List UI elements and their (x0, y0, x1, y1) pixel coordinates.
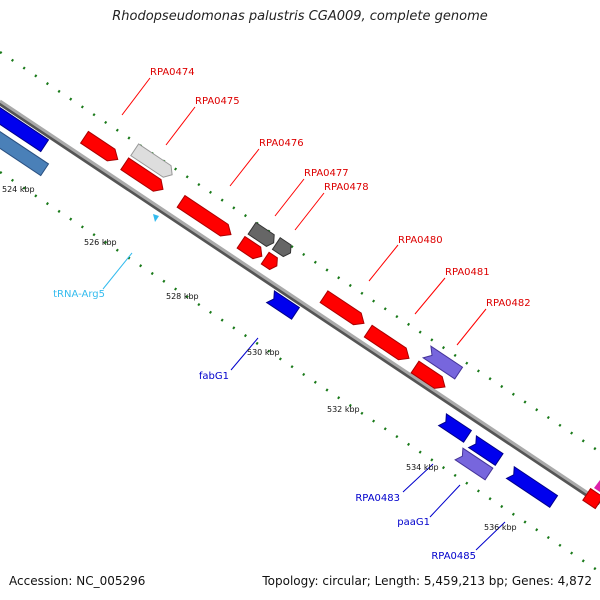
tick-label-524: 524 kbp (2, 185, 35, 194)
gene-rpa0474[interactable] (79, 130, 122, 165)
gene-rpa0477[interactable] (247, 221, 277, 249)
map-title: Rhodopseudomonas palustris CGA009, compl… (112, 9, 488, 24)
tick-label-536: 536 kbp (484, 523, 517, 532)
label-trna-arg5: tRNA-Arg5 (53, 289, 105, 300)
gene-rpa0483-b[interactable] (467, 434, 504, 466)
tick-label-526: 526 kbp (84, 238, 117, 247)
label-fabg1: fabG1 (199, 371, 229, 382)
gene-paag1[interactable] (454, 447, 494, 481)
gene-edge-reverse-a[interactable] (0, 105, 50, 153)
gene-fabg1[interactable] (265, 289, 301, 320)
leader-paag1 (429, 484, 461, 518)
genome-backbone-shadow (0, 100, 600, 506)
leader-fabg1 (230, 337, 259, 371)
gene-rpa0483[interactable] (437, 412, 473, 443)
genome-backbone (0, 99, 600, 503)
leader-rpa0478 (294, 192, 325, 231)
leader-rpa0480 (368, 244, 399, 282)
leader-rpa0477 (274, 178, 305, 217)
gene-rpa0480[interactable] (319, 290, 368, 329)
accession-text: Accession: NC_005296 (9, 574, 146, 588)
label-rpa0480: RPA0480 (398, 235, 443, 246)
label-rpa0482: RPA0482 (486, 298, 531, 309)
gene-rpa0480-b[interactable] (363, 324, 413, 364)
leader-rpa0481 (414, 277, 446, 315)
outer-tick-track (0, 50, 600, 454)
gene-rpa0475[interactable] (130, 143, 176, 181)
tick-label-530: 530 kbp (247, 348, 280, 357)
gene-rpa0485[interactable] (505, 465, 559, 508)
leader-rpa0475 (165, 106, 196, 146)
tick-label-534: 534 kbp (406, 463, 439, 472)
genome-map: RPA0474 RPA0475 RPA0476 RPA0477 RPA0478 … (0, 50, 600, 570)
gene-rpa0481[interactable] (421, 345, 464, 380)
leader-rpa0485 (475, 521, 506, 551)
gene-rpa0477-b[interactable] (236, 235, 266, 263)
tick-label-528: 528 kbp (166, 292, 199, 301)
gene-edge-reverse-b[interactable] (0, 129, 50, 177)
leader-rpa0483 (402, 463, 434, 493)
label-rpa0483: RPA0483 (355, 493, 400, 504)
gene-rpa0478[interactable] (271, 237, 294, 259)
label-rpa0478: RPA0478 (324, 182, 369, 193)
leader-rpa0476 (229, 148, 260, 187)
gene-edge-magenta[interactable] (594, 480, 600, 492)
tick-label-532: 532 kbp (327, 405, 360, 414)
label-rpa0474: RPA0474 (150, 67, 195, 78)
label-rpa0481: RPA0481 (445, 267, 490, 278)
trna-arg5-marker[interactable] (153, 214, 159, 222)
gene-rpa0482[interactable] (410, 360, 449, 393)
gene-rpa0476[interactable] (176, 194, 235, 241)
label-rpa0476: RPA0476 (259, 138, 304, 149)
leader-trna-arg5 (102, 252, 133, 290)
gene-rpa0475-b[interactable] (120, 157, 167, 195)
leader-rpa0474 (121, 77, 151, 116)
leader-rpa0482 (456, 308, 487, 346)
label-paag1: paaG1 (397, 517, 430, 528)
gene-rpa0478-b[interactable] (260, 251, 280, 271)
gene-edge-forward[interactable] (582, 487, 600, 510)
label-rpa0477: RPA0477 (304, 168, 349, 179)
label-rpa0475: RPA0475 (195, 96, 240, 107)
inner-tick-track (0, 170, 600, 570)
genome-summary-text: Topology: circular; Length: 5,459,213 bp… (262, 574, 592, 588)
label-rpa0485: RPA0485 (431, 551, 476, 562)
